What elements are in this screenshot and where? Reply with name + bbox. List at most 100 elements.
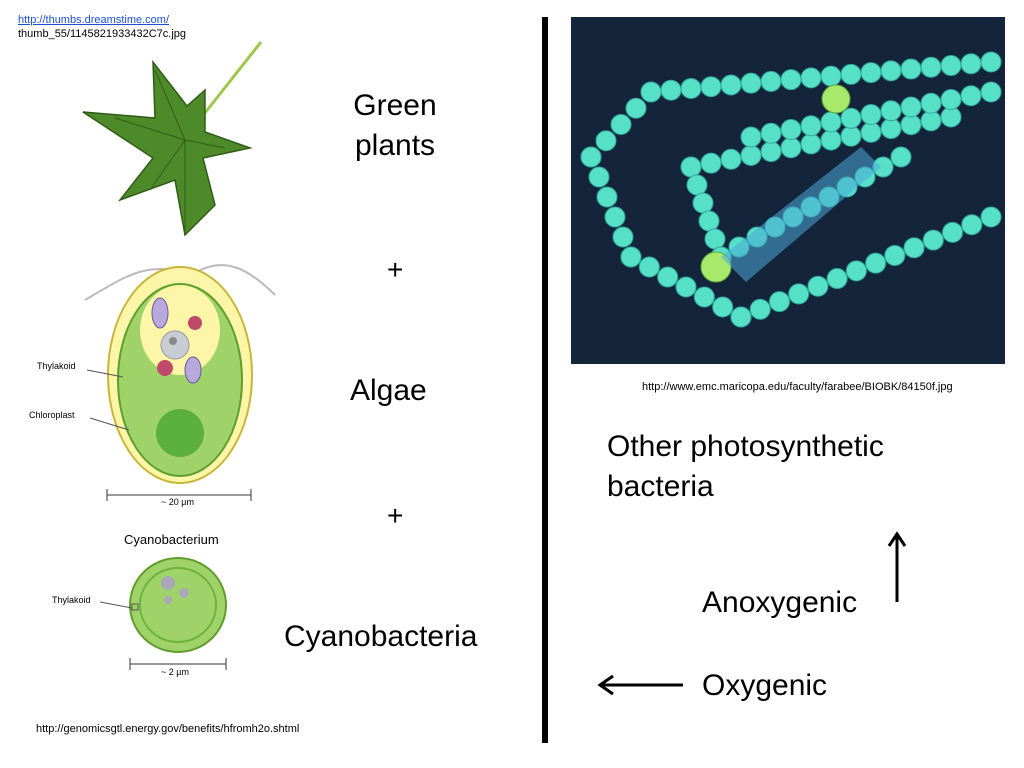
bacteria-cell xyxy=(768,291,790,313)
bacteria-cell xyxy=(580,146,602,168)
bacteria-cell xyxy=(890,146,912,168)
bacteria-cell xyxy=(980,81,1002,103)
bacteria-cell xyxy=(692,192,714,214)
anoxygenic-label: Anoxygenic xyxy=(702,586,858,619)
bacteria-cell xyxy=(820,129,842,151)
bacteria-cell xyxy=(612,226,634,248)
bacteria-cell xyxy=(920,110,942,132)
bacteria-cell xyxy=(712,296,734,318)
bacteria-cell xyxy=(800,133,822,155)
algae-thylakoid-label: Thylakoid xyxy=(37,361,76,371)
green-plants-line1: Green xyxy=(353,89,437,122)
bacteria-cell xyxy=(800,115,822,137)
other-bacteria-line2: bacteria xyxy=(607,470,714,503)
bacteria-cell xyxy=(675,276,697,298)
bacteria-cell xyxy=(920,92,942,114)
bacteria-cell xyxy=(788,283,810,305)
bacteria-cell xyxy=(826,268,848,290)
vertical-divider xyxy=(542,17,548,743)
source-caption-right: http://www.emc.maricopa.edu/faculty/fara… xyxy=(642,381,953,393)
bacteria-cell xyxy=(657,266,679,288)
bacteria-cell xyxy=(960,85,982,107)
plus-sign-2: + xyxy=(387,500,404,531)
bacteria-cell xyxy=(620,246,642,268)
bacteria-cell xyxy=(900,96,922,118)
bacteria-cell xyxy=(660,79,682,101)
bacteria-cell xyxy=(845,260,867,282)
leaf-image xyxy=(82,41,263,237)
source-file-top: thumb_55/1145821933432C7c.jpg xyxy=(18,28,186,40)
bacteria-cell xyxy=(800,67,822,89)
bacteria-cell xyxy=(780,69,802,91)
bacteria-cell xyxy=(720,74,742,96)
bacteria-cell xyxy=(880,118,902,140)
other-bacteria-label: Other photosynthetic bacteria xyxy=(607,427,967,507)
bacteria-cell xyxy=(840,63,862,85)
bacteria-cell xyxy=(686,174,708,196)
green-plants-line2: plants xyxy=(354,129,436,162)
bacteria-cell xyxy=(840,125,862,147)
bacteria-cell xyxy=(740,72,762,94)
bacteria-cell xyxy=(760,141,782,163)
algae-chloroplast-label: Chloroplast xyxy=(29,410,75,420)
bacteria-cell xyxy=(940,55,962,77)
bacteria-cell xyxy=(980,206,1002,228)
bacteria-cell xyxy=(604,206,626,228)
oxygenic-label: Oxygenic xyxy=(702,669,828,702)
cyano-thylakoid-label: Thylakoid xyxy=(52,595,91,605)
cyano-title: Cyanobacterium xyxy=(124,532,219,547)
bacteria-cell xyxy=(820,111,842,133)
bacteria-cell xyxy=(880,100,902,122)
bacteria-micrograph xyxy=(571,17,1005,364)
bacteria-cell xyxy=(680,156,702,178)
bacteria-cell xyxy=(680,77,702,99)
bacteria-cell xyxy=(760,122,782,144)
bacteria-cell xyxy=(693,286,715,308)
bacteria-cell xyxy=(884,244,906,266)
cyanobacteria-label: Cyanobacteria xyxy=(284,620,478,653)
bacteria-cell xyxy=(596,186,618,208)
cyanobacterium-diagram xyxy=(99,557,227,670)
bacteria-cell xyxy=(820,65,842,87)
up-arrow-icon xyxy=(887,531,907,602)
left-arrow-icon xyxy=(597,674,683,696)
bacteria-cell xyxy=(840,107,862,129)
bacteria-cell xyxy=(595,130,617,152)
bacteria-cell xyxy=(640,81,662,103)
bacteria-cell xyxy=(780,119,802,140)
bacteria-cell xyxy=(740,144,762,166)
algae-scale-label: ~ 20 µm xyxy=(161,497,194,507)
source-caption-bottom: http://genomicsgtl.energy.gov/benefits/h… xyxy=(36,723,300,735)
bacteria-cell xyxy=(698,210,720,232)
bacteria-cell xyxy=(920,56,942,78)
cyano-scale-label: ~ 2 µm xyxy=(161,667,189,677)
algae-label: Algae xyxy=(350,374,427,407)
bacteria-cell xyxy=(704,228,726,250)
bacteria-cell xyxy=(740,126,762,148)
green-plants-label: Green plants xyxy=(340,86,450,166)
bacteria-cell xyxy=(940,89,962,110)
source-link-top[interactable]: http://thumbs.dreamstime.com/ xyxy=(18,14,169,26)
bacteria-cell xyxy=(980,51,1002,73)
bacteria-cell xyxy=(961,214,983,236)
bacteria-cell xyxy=(942,221,964,243)
bacteria-cell xyxy=(638,256,660,278)
bacteria-cell xyxy=(760,70,782,92)
bacteria-cell xyxy=(880,60,902,82)
bacteria-cell xyxy=(700,76,722,98)
bacteria-cell xyxy=(900,114,922,136)
bacteria-cell xyxy=(903,237,925,259)
algae-cell-diagram xyxy=(84,264,276,501)
bacteria-cell xyxy=(865,252,887,274)
bacteria-cell xyxy=(807,275,829,297)
bacteria-cell xyxy=(860,62,882,84)
bacteria-cell xyxy=(780,137,802,159)
bacteria-cell xyxy=(730,306,752,328)
bacteria-cell xyxy=(860,121,882,143)
bacteria-cell xyxy=(860,104,882,125)
bacteria-cell xyxy=(610,114,632,135)
bacteria-cell xyxy=(700,152,722,174)
bacteria-cell xyxy=(588,166,610,188)
plus-sign-1: + xyxy=(387,254,404,285)
bacteria-cell xyxy=(900,58,922,80)
